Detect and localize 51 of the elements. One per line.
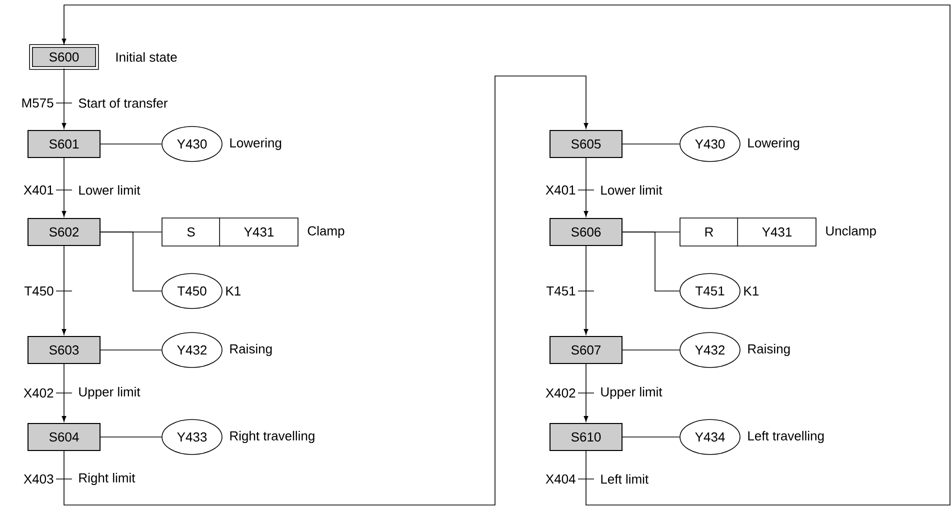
step-box: S602 [28,218,101,246]
initial-step-box: S600 [29,44,99,70]
description: Lowering [230,138,282,150]
description: Right travelling [230,430,314,444]
edge-label: X402 [546,388,576,398]
description: Lowering [748,138,800,150]
step-box: S606 [550,218,622,246]
edge-label: M575 [22,98,54,108]
description: Unclamp [826,226,876,238]
connector [64,76,588,506]
edge-label: X403 [24,474,54,484]
step-box: S605 [550,130,622,158]
connector [100,232,162,292]
condition-text: Right limit [79,472,136,486]
description: K1 [744,286,758,296]
step-box: S604 [28,423,101,451]
description: K1 [226,286,240,296]
connector [584,246,588,335]
description: Raising [748,344,790,356]
connector [62,158,66,217]
step-box: S610 [550,423,622,451]
connector [622,232,680,292]
connector [622,436,680,438]
connector [100,436,162,438]
edge-label: X401 [24,185,54,195]
instruction-box: S Y431 [162,218,298,246]
condition-text: Lower limit [79,185,140,195]
connector [584,364,588,422]
condition-text: Lower limit [601,185,662,195]
condition-text: Upper limit [79,386,140,400]
step-box: S603 [28,336,101,364]
edge-label: T450 [24,286,54,296]
description: Left travelling [748,430,824,444]
description: Raising [230,344,272,356]
condition-text: Start of transfer [78,98,168,108]
edge-label: X402 [24,388,54,398]
connector [62,4,950,506]
description: Initial state [116,52,177,62]
condition-text: Left limit [601,474,648,484]
step-box: S601 [28,130,101,158]
edge-label: X401 [546,185,576,195]
connector [62,68,66,129]
instruction-box: R Y431 [680,218,816,246]
description: Clamp [308,226,344,238]
condition-text: Upper limit [601,386,662,400]
edge-label: T451 [546,286,576,296]
step-box: S607 [550,336,622,364]
connector [62,246,66,335]
connector [584,158,588,217]
edge-label: X404 [546,474,576,484]
connector [62,364,66,422]
